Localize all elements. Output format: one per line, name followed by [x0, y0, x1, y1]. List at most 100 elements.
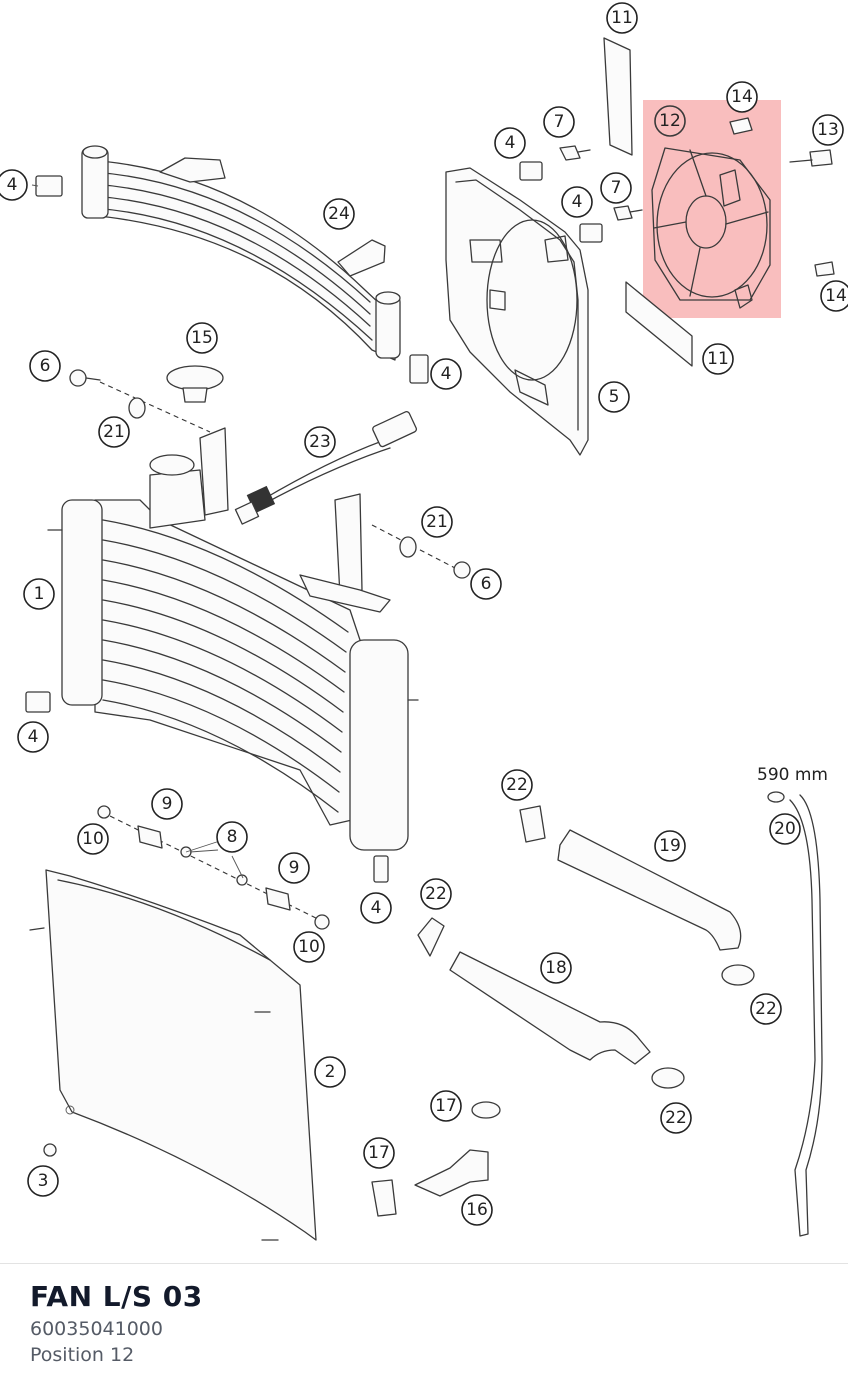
hoses-drawing [414, 791, 823, 1237]
callout-2[interactable]: 2 [314, 1056, 346, 1088]
callout-12[interactable]: 12 [654, 105, 686, 137]
callout-23[interactable]: 23 [304, 426, 336, 458]
callout-22[interactable]: 22 [660, 1102, 692, 1134]
callout-3[interactable]: 3 [27, 1165, 59, 1197]
fan-shroud-drawing [445, 167, 589, 456]
fan-drawing[interactable] [651, 147, 771, 309]
callout-13[interactable]: 13 [812, 114, 844, 146]
callout-4[interactable]: 4 [494, 127, 526, 159]
left-hardware [25, 369, 471, 883]
callout-label: 4 [7, 175, 18, 195]
callout-label: 20 [774, 819, 796, 839]
part-name: FAN L/S 03 [30, 1280, 203, 1313]
callout-22[interactable]: 22 [501, 769, 533, 801]
callout-label: 4 [572, 192, 583, 212]
callout-24[interactable]: 24 [323, 198, 355, 230]
radiator-drawing [47, 427, 419, 851]
callout-label: 21 [103, 422, 125, 442]
callout-label: 5 [609, 387, 620, 407]
callout-4[interactable]: 4 [430, 358, 462, 390]
callout-label: 14 [731, 87, 753, 107]
callout-14[interactable]: 14 [726, 81, 758, 113]
callout-17[interactable]: 17 [430, 1090, 462, 1122]
callout-label: 16 [466, 1200, 488, 1220]
callout-label: 7 [611, 178, 622, 198]
callout-10[interactable]: 10 [293, 931, 325, 963]
temperature-sensor-drawing [234, 411, 418, 525]
callout-20[interactable]: 20 [769, 813, 801, 845]
callout-label: 4 [441, 364, 452, 384]
callout-label: 6 [481, 574, 492, 594]
callout-4[interactable]: 4 [17, 721, 49, 753]
cover-plate-top [603, 37, 633, 156]
callout-label: 17 [368, 1143, 390, 1163]
callout-label: 23 [309, 432, 331, 452]
callout-label: 3 [38, 1171, 49, 1191]
callout-1[interactable]: 1 [23, 578, 55, 610]
callout-label: 15 [191, 328, 213, 348]
callout-6[interactable]: 6 [29, 350, 61, 382]
upper-hardware [35, 117, 835, 384]
guard-plate-drawing [29, 869, 317, 1241]
callout-4[interactable]: 4 [561, 186, 593, 218]
callout-10[interactable]: 10 [77, 823, 109, 855]
callout-21[interactable]: 21 [421, 506, 453, 538]
callout-label: 1 [34, 584, 45, 604]
callout-18[interactable]: 18 [540, 952, 572, 984]
callout-9[interactable]: 9 [278, 852, 310, 884]
callout-label: 21 [426, 512, 448, 532]
part-position: Position 12 [30, 1344, 135, 1366]
callout-7[interactable]: 7 [543, 106, 575, 138]
callout-21[interactable]: 21 [98, 416, 130, 448]
clamps-drawing [371, 805, 755, 1217]
part-number: 60035041000 [30, 1318, 163, 1340]
callout-4[interactable]: 4 [0, 169, 28, 201]
callout-label: 11 [611, 8, 633, 28]
radiator-cap-drawing [166, 365, 224, 403]
callout-label: 6 [40, 356, 51, 376]
callout-9[interactable]: 9 [151, 788, 183, 820]
callout-label: 18 [545, 958, 567, 978]
hose-length-label: 590 mm [757, 765, 828, 785]
selected-part-highlight[interactable] [643, 100, 781, 318]
callout-22[interactable]: 22 [750, 993, 782, 1025]
callout-label: 12 [659, 111, 681, 131]
callout-label: 22 [506, 775, 528, 795]
callout-label: 19 [659, 836, 681, 856]
callout-22[interactable]: 22 [420, 878, 452, 910]
callout-label: 22 [425, 884, 447, 904]
callout-14[interactable]: 14 [820, 280, 848, 312]
callout-11[interactable]: 11 [702, 343, 734, 375]
callout-17[interactable]: 17 [363, 1137, 395, 1169]
callout-label: 7 [554, 112, 565, 132]
callout-label: 13 [817, 120, 839, 140]
mounting-hardware-drawing [97, 805, 330, 930]
callout-label: 8 [227, 827, 238, 847]
callout-label: 22 [755, 999, 777, 1019]
callout-5[interactable]: 5 [598, 381, 630, 413]
callout-label: 4 [28, 727, 39, 747]
callout-label: 10 [82, 829, 104, 849]
callout-label: 9 [162, 794, 173, 814]
callout-label: 2 [325, 1062, 336, 1082]
callout-4[interactable]: 4 [360, 892, 392, 924]
callout-11[interactable]: 11 [606, 2, 638, 34]
callout-label: 10 [298, 937, 320, 957]
callout-label: 17 [435, 1096, 457, 1116]
callout-label: 4 [371, 898, 382, 918]
callout-label: 9 [289, 858, 300, 878]
callout-label: 24 [328, 204, 350, 224]
callout-6[interactable]: 6 [470, 568, 502, 600]
callout-19[interactable]: 19 [654, 830, 686, 862]
callout-15[interactable]: 15 [186, 322, 218, 354]
callout-16[interactable]: 16 [461, 1194, 493, 1226]
callout-8[interactable]: 8 [216, 821, 248, 853]
callout-label: 14 [825, 286, 847, 306]
callout-label: 4 [505, 133, 516, 153]
part-caption: FAN L/S 03 60035041000 Position 12 [30, 1278, 203, 1368]
caption-divider [0, 1263, 848, 1264]
oil-cooler-drawing [81, 145, 401, 361]
callout-7[interactable]: 7 [600, 172, 632, 204]
